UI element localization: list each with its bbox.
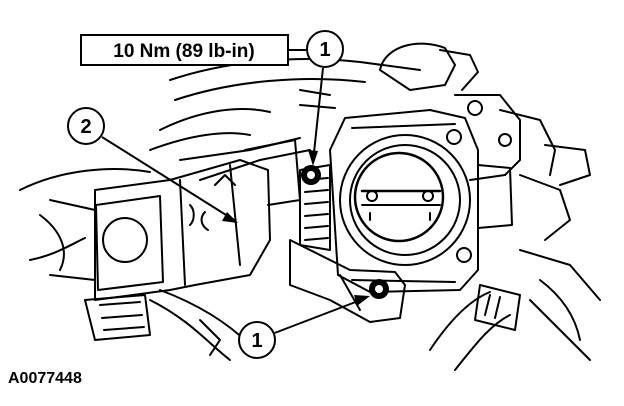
callout-number: 1 xyxy=(251,330,262,352)
callout-number: 1 xyxy=(319,39,330,61)
callout-number: 2 xyxy=(80,116,91,138)
callout-2: 2 xyxy=(67,107,238,223)
callout-1-top: 1 xyxy=(306,30,344,166)
engine-drawing xyxy=(19,42,601,371)
figure-id: A0077448 xyxy=(8,370,82,387)
torque-spec-label: 10 Nm (89 lb-in) xyxy=(80,34,289,66)
callout-1-bottom: 1 xyxy=(238,295,370,359)
torque-spec-text: 10 Nm (89 lb-in) xyxy=(113,41,254,62)
